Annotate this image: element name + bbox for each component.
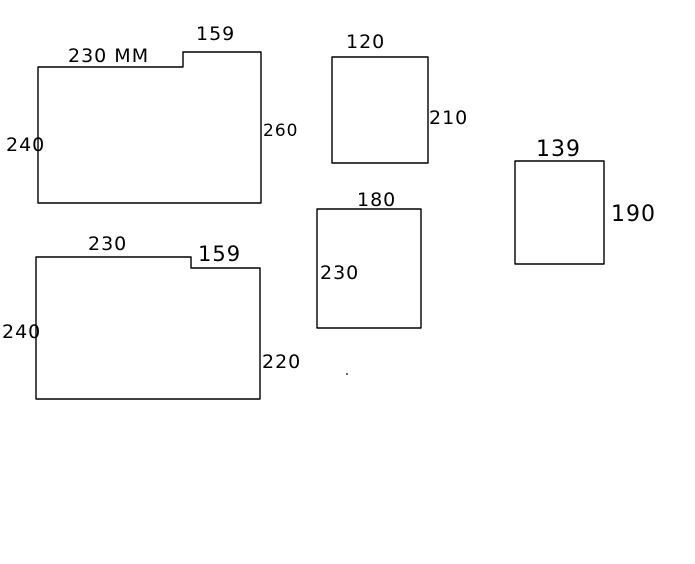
label-top: 120 (346, 31, 385, 53)
notched-shape-bottom-outline (35, 256, 261, 400)
label-top-step: 159 (196, 23, 235, 45)
label-right: 190 (611, 202, 656, 227)
notched-shape-bottom: 230 159 240 220 (2, 233, 301, 400)
label-top-step: 159 (198, 242, 241, 266)
label-top: 139 (536, 137, 581, 162)
rectangle-c: 139 190 (514, 137, 656, 265)
notched-shape-top: 230 MM 159 240 260 (6, 23, 298, 204)
rectangle-a-outline (331, 56, 429, 164)
label-right: 220 (262, 351, 301, 373)
label-right: 260 (263, 121, 298, 141)
label-top-long: 230 (88, 233, 127, 255)
label-right: 210 (429, 107, 468, 129)
label-top: 180 (357, 189, 396, 211)
rectangle-c-outline (514, 160, 605, 265)
rectangle-a: 120 210 (331, 31, 468, 164)
notched-shape-top-outline (37, 51, 262, 204)
label-top-long: 230 MM (68, 45, 149, 67)
rectangle-b: 180 230 (316, 189, 422, 329)
rectangle-b-outline (316, 208, 422, 329)
stray-dot (346, 373, 348, 375)
label-left: 230 (320, 262, 359, 284)
label-left: 240 (2, 321, 41, 343)
label-left: 240 (6, 134, 45, 156)
